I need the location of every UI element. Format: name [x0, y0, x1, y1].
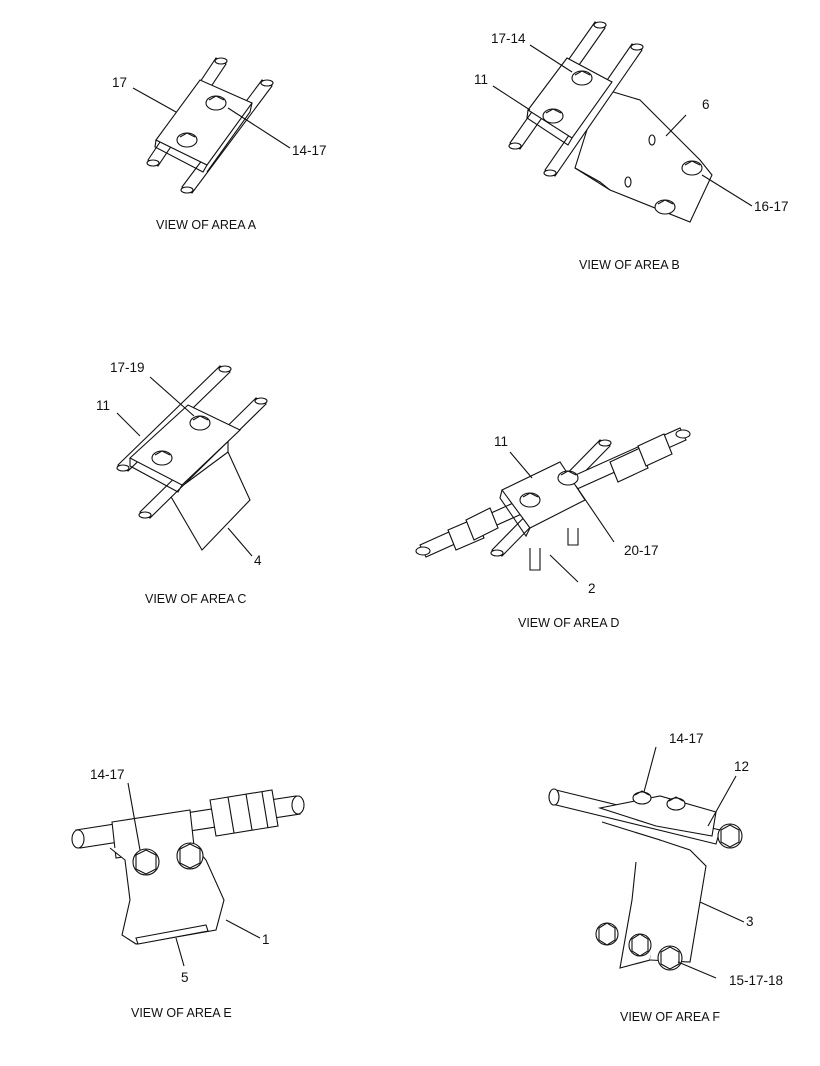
callout-label: 5: [181, 970, 189, 985]
view-caption: VIEW OF AREA E: [131, 1006, 232, 1020]
bolt: [205, 95, 227, 111]
bolt: [628, 933, 652, 957]
bolt: [571, 70, 593, 86]
callout-label: 12: [734, 759, 749, 774]
bolt: [132, 848, 160, 876]
view-area-e: 14-17 1 5 VIEW OF AREA E: [71, 767, 305, 1020]
fitting: [447, 507, 499, 551]
bolt: [654, 199, 676, 215]
bolt: [595, 922, 619, 946]
view-caption: VIEW OF AREA B: [579, 258, 680, 272]
view-area-d: 11 20-17 2 VIEW OF AREA D: [415, 427, 691, 630]
bolt: [189, 415, 211, 431]
bolt: [681, 160, 703, 176]
bolt: [542, 108, 564, 124]
view-area-f: 14-17 12 3 15-17-18 VIEW OF AREA F: [548, 731, 783, 1024]
callout-label: 11: [494, 434, 508, 449]
bolt: [176, 842, 204, 870]
view-area-a: 17 14-17 VIEW OF AREA A: [112, 57, 327, 232]
bolt: [632, 790, 652, 805]
callout-label: 11: [96, 398, 110, 413]
view-caption: VIEW OF AREA A: [156, 218, 257, 232]
view-caption: VIEW OF AREA F: [620, 1010, 720, 1024]
view-caption: VIEW OF AREA C: [145, 592, 246, 606]
bolt: [519, 492, 541, 508]
callout-label: 17-19: [110, 360, 145, 375]
callout-label: 3: [746, 914, 754, 929]
bolt: [151, 450, 173, 466]
bolt: [557, 470, 579, 486]
callout-label: 14-17: [90, 767, 125, 782]
bolt: [176, 132, 198, 148]
callout-label: 1: [262, 932, 270, 947]
callout-label: 14-17: [292, 143, 327, 158]
view-area-b: 17-14 11 6 16-17 VIEW OF AREA B: [474, 21, 789, 272]
callout-label: 14-17: [669, 731, 704, 746]
callout-label: 17-14: [491, 31, 526, 46]
callout-label: 15-17-18: [729, 973, 783, 988]
callout-label: 20-17: [624, 543, 659, 558]
callout-label: 2: [588, 581, 596, 596]
fitting: [609, 433, 673, 483]
callout-label: 17: [112, 75, 127, 90]
bolt: [657, 945, 683, 971]
callout-label: 4: [254, 553, 262, 568]
bolt: [717, 823, 743, 849]
callout-label: 6: [702, 97, 710, 112]
view-area-c: 17-19 11 4 VIEW OF AREA C: [96, 360, 268, 606]
callout-label: 11: [474, 72, 488, 87]
callout-label: 16-17: [754, 199, 789, 214]
view-caption: VIEW OF AREA D: [518, 616, 619, 630]
bolt: [666, 796, 686, 811]
